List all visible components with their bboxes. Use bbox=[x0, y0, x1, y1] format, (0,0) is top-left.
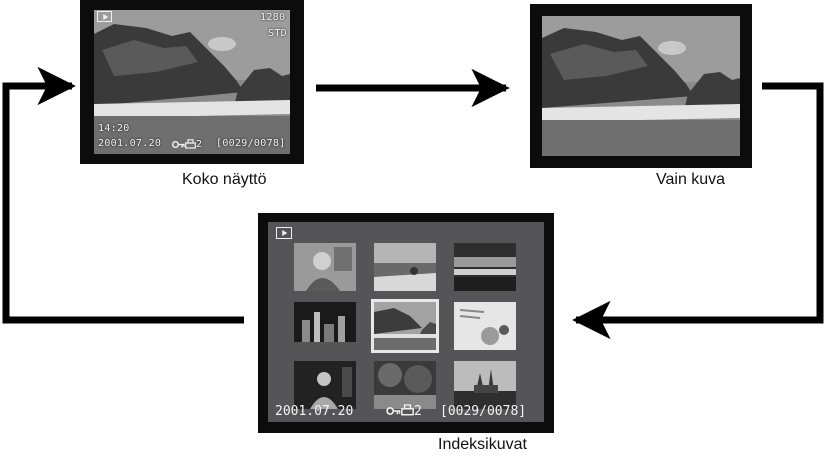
index-panel bbox=[268, 222, 544, 422]
thumbnail-cathedral[interactable] bbox=[454, 361, 516, 409]
print-icon bbox=[401, 404, 414, 416]
thumbnail-beach-scene[interactable] bbox=[374, 243, 436, 291]
image-only-screen bbox=[530, 4, 752, 168]
playback-icon bbox=[97, 11, 112, 22]
date-label: 2001.07.20 bbox=[275, 404, 354, 419]
index-screen: 2001.07.20 2 [0029/0078] bbox=[258, 213, 554, 433]
playback-icon bbox=[276, 227, 292, 239]
resolution-label: 1280 bbox=[260, 12, 286, 23]
print-count: 2 bbox=[414, 404, 422, 419]
date-label: 2001.07.20 bbox=[98, 138, 162, 149]
thumbnail-person-night[interactable] bbox=[294, 361, 356, 409]
key-icon bbox=[386, 407, 401, 415]
full-display-screen: 1280 STD 14:20 2001.07.20 2 [0029/0078] bbox=[80, 0, 304, 164]
arrow-index-to-full bbox=[2, 66, 244, 324]
coast-photo bbox=[94, 10, 290, 154]
quality-label: STD bbox=[268, 28, 287, 39]
print-count: 2 bbox=[196, 139, 203, 150]
time-label: 14:20 bbox=[98, 123, 130, 134]
image-only-caption: Vain kuva bbox=[656, 171, 726, 188]
index-info-bar: 2001.07.20 2 [0029/0078] bbox=[268, 401, 544, 423]
thumbnail-city-night[interactable] bbox=[294, 302, 356, 350]
frame-counter: [0029/0078] bbox=[216, 138, 286, 149]
thumbnail-food-table[interactable] bbox=[454, 302, 516, 350]
protect-print-status: 2 bbox=[172, 139, 202, 150]
index-caption: Indeksikuvat bbox=[438, 436, 527, 453]
frame-counter: [0029/0078] bbox=[440, 404, 527, 419]
thumbnail-coast-landscape[interactable] bbox=[371, 299, 439, 353]
thumbnail-trees-scene[interactable] bbox=[374, 361, 436, 409]
full-display-caption: Koko näyttö bbox=[182, 171, 267, 188]
print-icon bbox=[185, 139, 196, 149]
protect-print-status: 2 bbox=[386, 404, 422, 419]
arrow-imageonly-to-index bbox=[572, 82, 824, 340]
thumbnail-sea-horizon[interactable] bbox=[454, 243, 516, 291]
thumbnail-person-portrait[interactable] bbox=[294, 243, 356, 291]
key-icon bbox=[172, 140, 185, 148]
coast-photo bbox=[542, 16, 740, 156]
